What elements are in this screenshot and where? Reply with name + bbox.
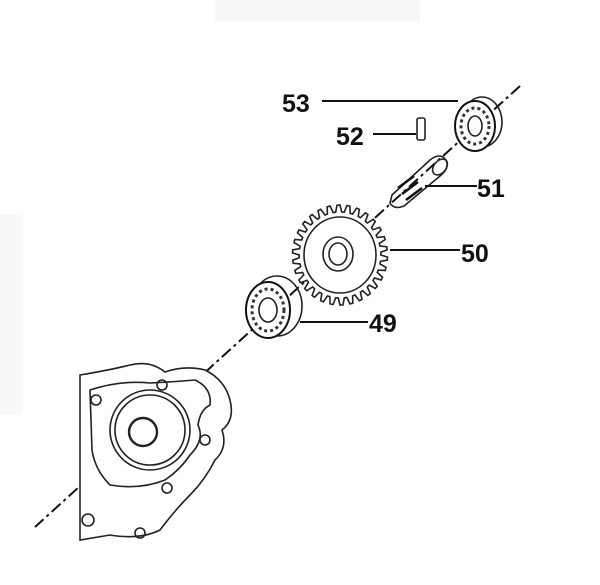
part-label-51: 51 (477, 175, 505, 203)
part-label-53: 53 (282, 90, 310, 118)
part-label-50: 50 (461, 240, 489, 268)
pin-52 (416, 117, 426, 141)
housing-part (79, 362, 233, 541)
part-label-52: 52 (336, 123, 364, 151)
shaft-51 (389, 155, 449, 209)
part-label-49: 49 (369, 310, 397, 338)
background-patch (215, 0, 420, 22)
gear-50 (291, 204, 389, 306)
background-patch (0, 215, 22, 415)
bearing-53 (454, 96, 503, 152)
bearing-49 (245, 275, 303, 339)
gear-teeth (291, 204, 389, 306)
